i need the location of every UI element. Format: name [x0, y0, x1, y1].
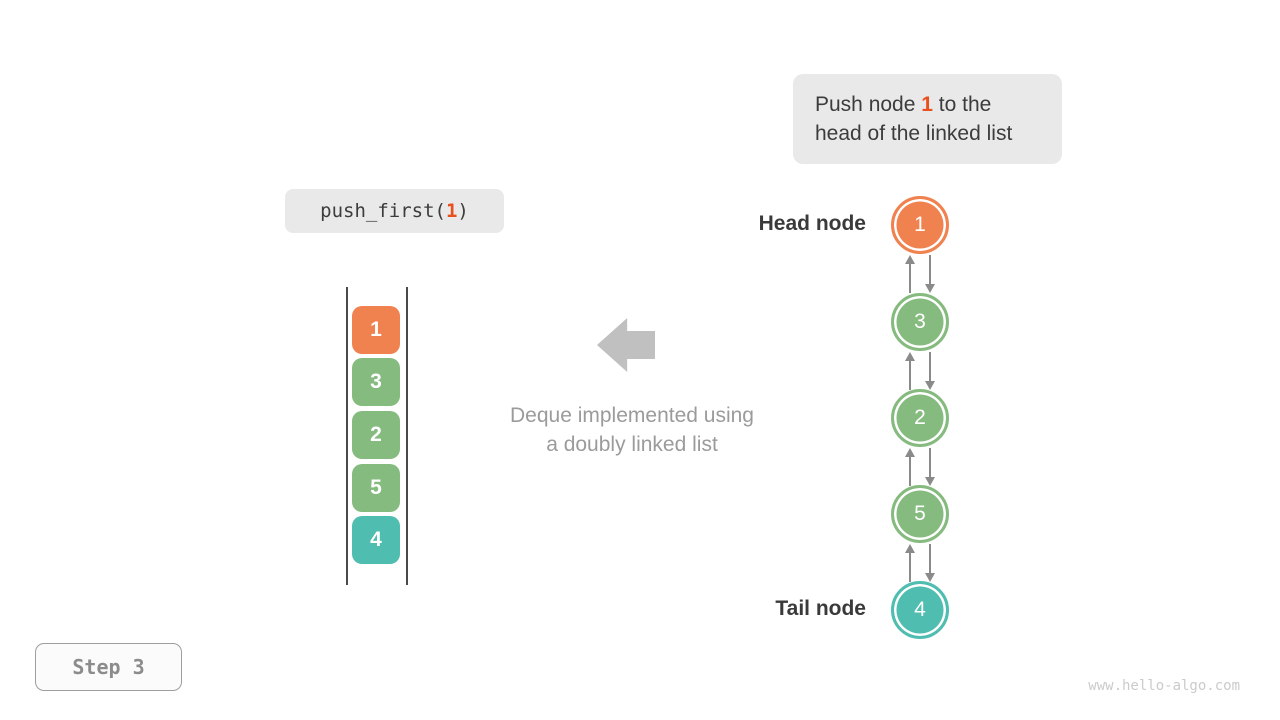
- head-node-label: Head node: [758, 212, 866, 235]
- code-argument: 1: [445, 200, 458, 222]
- stack-item: 2: [352, 411, 400, 459]
- caption-line1: Deque implemented using: [510, 404, 754, 427]
- caption-line2: a doubly linked list: [546, 433, 718, 456]
- stack-item: 4: [352, 516, 400, 564]
- push-callout: Push node 1 to the head of the linked li…: [793, 74, 1062, 164]
- callout-text-after: to the: [938, 93, 992, 116]
- watermark: www.hello-algo.com: [1088, 678, 1240, 694]
- node-value: 2: [914, 406, 926, 429]
- callout-line1: Push node 1 to the: [815, 90, 1040, 119]
- down-arrow-icon: [925, 255, 935, 293]
- code-function: push_first(: [320, 200, 446, 222]
- step-label: Step 3: [72, 655, 145, 679]
- code-box: push_first(1): [285, 189, 504, 233]
- stack-item-value: 2: [370, 423, 382, 446]
- node-value: 1: [914, 213, 926, 236]
- stack-item: 1: [352, 306, 400, 354]
- stack-rail-right: [406, 287, 408, 585]
- up-arrow-icon: [905, 544, 915, 582]
- connector: [891, 352, 949, 390]
- code-paren: ): [457, 200, 469, 222]
- list-node: 4: [891, 581, 949, 639]
- callout-line2: head of the linked list: [815, 122, 1013, 145]
- deque-caption: Deque implemented using a doubly linked …: [452, 401, 812, 459]
- tail-node-label: Tail node: [775, 597, 866, 620]
- list-node: 1: [891, 196, 949, 254]
- connector: [891, 544, 949, 582]
- stack-rail-left: [346, 287, 348, 585]
- left-arrow-icon: [597, 318, 655, 372]
- node-value: 4: [914, 598, 926, 621]
- list-node: 5: [891, 485, 949, 543]
- stack-item-value: 5: [370, 476, 382, 499]
- callout-text-before: Push node: [815, 93, 916, 116]
- connector: [891, 255, 949, 293]
- stack-item: 3: [352, 358, 400, 406]
- node-value: 3: [914, 310, 926, 333]
- up-arrow-icon: [905, 352, 915, 390]
- connector: [891, 448, 949, 486]
- node-value: 5: [914, 502, 926, 525]
- list-node: 3: [891, 293, 949, 351]
- list-node: 2: [891, 389, 949, 447]
- stack-item: 5: [352, 464, 400, 512]
- up-arrow-icon: [905, 448, 915, 486]
- step-badge: Step 3: [35, 643, 182, 691]
- down-arrow-icon: [925, 544, 935, 582]
- down-arrow-icon: [925, 352, 935, 390]
- stack-item-value: 3: [370, 370, 382, 393]
- stack-item-value: 4: [370, 528, 382, 551]
- callout-highlight-value: 1: [921, 93, 933, 116]
- down-arrow-icon: [925, 448, 935, 486]
- stack-item-value: 1: [370, 318, 382, 341]
- up-arrow-icon: [905, 255, 915, 293]
